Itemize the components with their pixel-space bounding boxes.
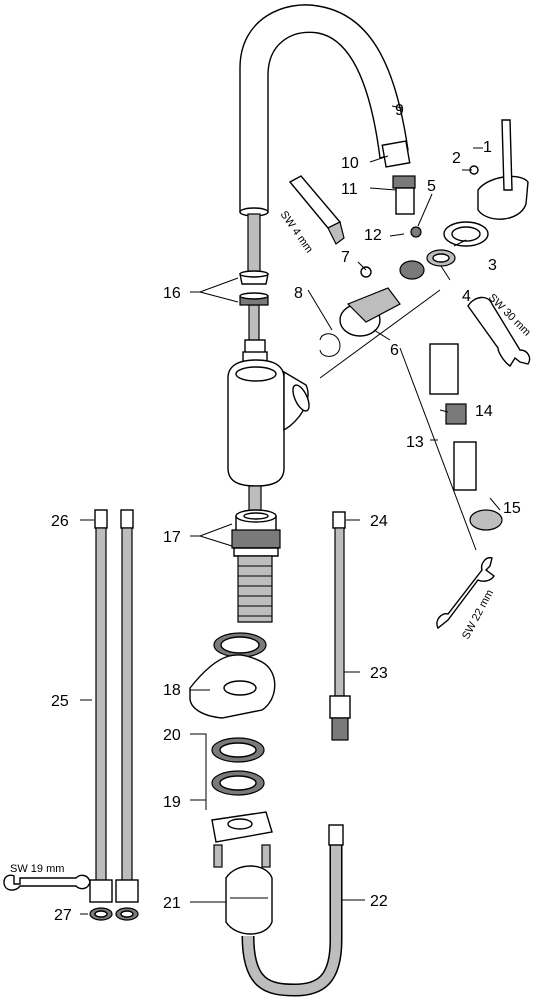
label-1: 1 xyxy=(483,139,492,156)
label-6: 6 xyxy=(390,342,399,359)
wrench-22-tool: SW 22 mm xyxy=(436,557,496,641)
label-8: 8 xyxy=(294,285,303,302)
part-23-24-supply-hose xyxy=(329,511,351,741)
leader-lines xyxy=(80,105,501,915)
label-11: 11 xyxy=(341,181,358,198)
wrench-19-tool: SW 19 mm xyxy=(3,863,91,891)
label-21: 21 xyxy=(163,895,181,912)
label-12: 12 xyxy=(364,227,382,244)
label-25: 25 xyxy=(51,693,69,710)
faucet-body xyxy=(227,359,310,487)
part-25-26-supply-hoses xyxy=(89,509,139,903)
part-10-11-spout-connector xyxy=(381,140,416,215)
part-18-washers xyxy=(189,632,276,719)
wrench-19-label: SW 19 mm xyxy=(10,863,64,875)
label-10: 10 xyxy=(341,155,359,172)
part-6-cartridge xyxy=(339,260,425,337)
label-19: 19 xyxy=(163,794,181,811)
label-23: 23 xyxy=(370,665,388,682)
part-16-clips xyxy=(239,270,269,306)
hose-upper xyxy=(247,213,261,344)
label-27: 27 xyxy=(54,907,72,924)
part-17-shank-nut xyxy=(231,509,281,623)
part-9-spout xyxy=(239,4,409,217)
label-4: 4 xyxy=(462,288,471,305)
label-18: 18 xyxy=(163,682,181,699)
label-16: 16 xyxy=(163,285,181,302)
label-13: 13 xyxy=(406,434,424,451)
label-15: 15 xyxy=(503,500,521,517)
part-7-8-screw-clip xyxy=(319,266,372,357)
label-22: 22 xyxy=(370,893,388,910)
part-22-pull-out-hose xyxy=(241,824,344,997)
part-21-hose-weight xyxy=(225,865,273,935)
label-3: 3 xyxy=(488,257,497,274)
part-4-5-rings xyxy=(410,226,456,267)
label-5: 5 xyxy=(427,178,436,195)
label-9: 9 xyxy=(395,102,404,119)
hex-key-label: SW 4 mm xyxy=(278,209,316,255)
part-27-washers xyxy=(89,907,139,921)
part-13-15-diverter-set xyxy=(429,343,503,531)
bracket-13-15 xyxy=(399,347,477,551)
label-2: 2 xyxy=(452,150,461,167)
wrench-30-tool: SW 30 mm xyxy=(467,292,533,367)
hex-key-tool: SW 4 mm xyxy=(278,175,345,255)
label-20: 20 xyxy=(163,727,181,744)
label-17: 17 xyxy=(163,529,181,546)
label-7: 7 xyxy=(341,249,350,266)
label-24: 24 xyxy=(370,513,388,530)
part-20-19-mounting-set xyxy=(211,737,273,868)
part-3-cap xyxy=(443,221,489,247)
part-labels: 1 2 3 4 5 6 7 8 9 10 11 12 13 14 15 16 1… xyxy=(51,102,521,924)
part-1-lever xyxy=(477,119,529,220)
label-14: 14 xyxy=(475,403,493,420)
label-26: 26 xyxy=(51,513,69,530)
